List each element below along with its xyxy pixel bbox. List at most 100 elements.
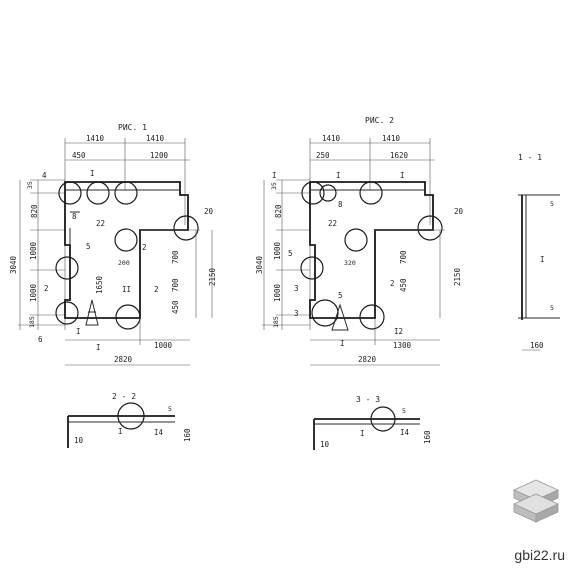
fig2-mark-I-d: I [336,171,341,180]
fig1-dim-bottom-total: 2820 [114,355,133,364]
fig2-dim-top-4: 1620 [390,151,409,160]
fig1-detail-circle-8 [86,181,110,205]
fig1-detail-circle-top [114,181,138,205]
fig2-dim-right-total: 2150 [453,267,462,286]
fig1-mark-2a: 2 [44,284,49,293]
fig2-dim-left-total: 3040 [255,255,264,274]
fig1-dim-right-3: 450 [171,300,180,314]
fig2-mark-I-b: I [400,171,405,180]
section-2-2-detail-circle [117,402,145,430]
fig2-detail-circle-20 [417,215,443,241]
fig1-detail-circle-22 [114,228,138,252]
section-3-3: 3 - 3 10 160 5 I I4 [313,395,432,450]
fig2-dim-left-4: 1000 [273,283,282,302]
fig1-dim-right-2: 700 [171,278,180,292]
section-3-3-mark-I: I [360,429,365,438]
fig2-detail-circle-I2 [359,304,385,330]
fig2-dim-bottom-1: 1300 [393,341,412,350]
fig1-mark-I-a: I [76,327,81,336]
section-1-1-dim-2: 5 [550,304,554,312]
fig2-dim-left-5: 185 [272,316,280,328]
figure-1: РИС. 1 1410 1410 450 1200 35 820 1000 10… [9,123,217,366]
fig2-title: РИС. 2 [365,116,394,125]
fig2-dim-top-3: 250 [316,151,330,160]
fig1-dim-bottom-1: 1000 [154,341,173,350]
fig1-dim-left-2: 820 [30,204,39,218]
section-2-2-dim-5: 5 [168,405,172,413]
fig2-mark-5a: 5 [288,249,293,258]
fig2-detail-circle-5b [311,299,339,327]
fig1-detail-circle-II [115,304,141,330]
fig2-mark-22: 22 [328,219,337,228]
fig1-mark-6: 6 [38,335,43,344]
fig1-mark-II: II [122,285,131,294]
fig2-detail-circle-22 [344,228,368,252]
fig1-mark-2b: 2 [142,243,147,252]
fig1-dim-left-1: 35 [26,181,34,189]
fig2-dim-left-1: 35 [270,182,278,190]
section-2-2-mark-I4: I4 [154,428,164,437]
fig1-detail-circle-5 [55,256,79,280]
section-2-2-dim-160: 160 [183,428,192,442]
fig2-dim-top-2: 1410 [382,134,401,143]
fig1-detail-circle-6 [55,301,79,325]
section-1-1: 1 - 1 5 5 160 I [518,153,560,351]
fig1-detail-circle-20 [173,215,199,241]
section-2-2-title: 2 - 2 [112,392,136,401]
fig1-dim-left-total: 3040 [9,255,18,274]
fig2-dim-inner-1: 320 [344,259,356,267]
fig1-detail-circle-4 [58,181,82,205]
fig2-dim-top-1: 1410 [322,134,341,143]
fig1-dim-left-5: 185 [28,316,36,328]
section-1-1-mark: I [540,255,545,264]
section-2-2-mark-I: I [118,427,123,436]
fig1-dim-inner-2: 1650 [95,275,104,294]
section-3-3-title: 3 - 3 [356,395,380,404]
section-1-1-dim-3: 160 [530,341,544,350]
fig2-mark-5b: 5 [338,291,343,300]
fig1-dim-left-4: 1000 [29,283,38,302]
fig2-mark-I2: I2 [394,327,403,336]
fig1-title: РИС. 1 [118,123,147,132]
fig1-mark-I-b: I [96,343,101,352]
section-2-2: 2 - 2 10 160 5 I I4 [67,392,192,448]
section-1-1-title: 1 - 1 [518,153,542,162]
fig1-mark-I-c: I [90,169,95,178]
fig1-dim-left-3: 1000 [29,241,38,260]
fig2-mark-3b: 3 [294,309,299,318]
section-3-3-dim-160: 160 [423,430,432,444]
fig2-mark-I: I [272,171,277,180]
figure-2: РИС. 2 1410 1410 250 1620 35 820 1000 10… [255,116,464,366]
fig1-mark-20: 20 [204,207,214,216]
fig1-dim-inner-1: 200 [118,259,130,267]
section-3-3-dim-10: 10 [320,440,330,449]
section-3-3-dim-5: 5 [402,407,406,415]
fig1-dim-top-4: 1200 [150,151,169,160]
fig1-mark-4: 4 [42,171,47,180]
section-3-3-mark-I4: I4 [400,428,410,437]
fig2-mark-I-c: I [340,339,345,348]
section-1-1-dim-1: 5 [550,200,554,208]
watermark-text: gbi22.ru [514,547,565,563]
fig1-mark-22: 22 [96,219,105,228]
fig1-mark-5: 5 [86,242,91,251]
fig2-detail-circle-8 [319,184,337,202]
section-2-2-dim-10: 10 [74,436,84,445]
section-3-3-detail-circle [370,406,396,432]
fig2-dim-left-2: 820 [274,204,283,218]
fig2-mark-3a: 3 [294,284,299,293]
fig2-detail-circle-5a [300,256,324,280]
fig2-dim-left-3: 1000 [273,241,282,260]
fig2-dim-bottom-total: 2820 [358,355,377,364]
fig1-dim-top-1: 1410 [86,134,105,143]
fig1-dim-top-2: 1410 [146,134,165,143]
fig2-dim-right-2: 450 [399,278,408,292]
fig2-mark-20: 20 [454,207,464,216]
fig1-mark-2c: 2 [154,285,159,294]
fig2-mark-8: 8 [338,200,343,209]
gbi-logo-icon [513,479,559,523]
fig1-dim-top-3: 450 [72,151,86,160]
fig2-dim-right-1: 700 [399,250,408,264]
fig1-dim-right-total: 2150 [208,267,217,286]
